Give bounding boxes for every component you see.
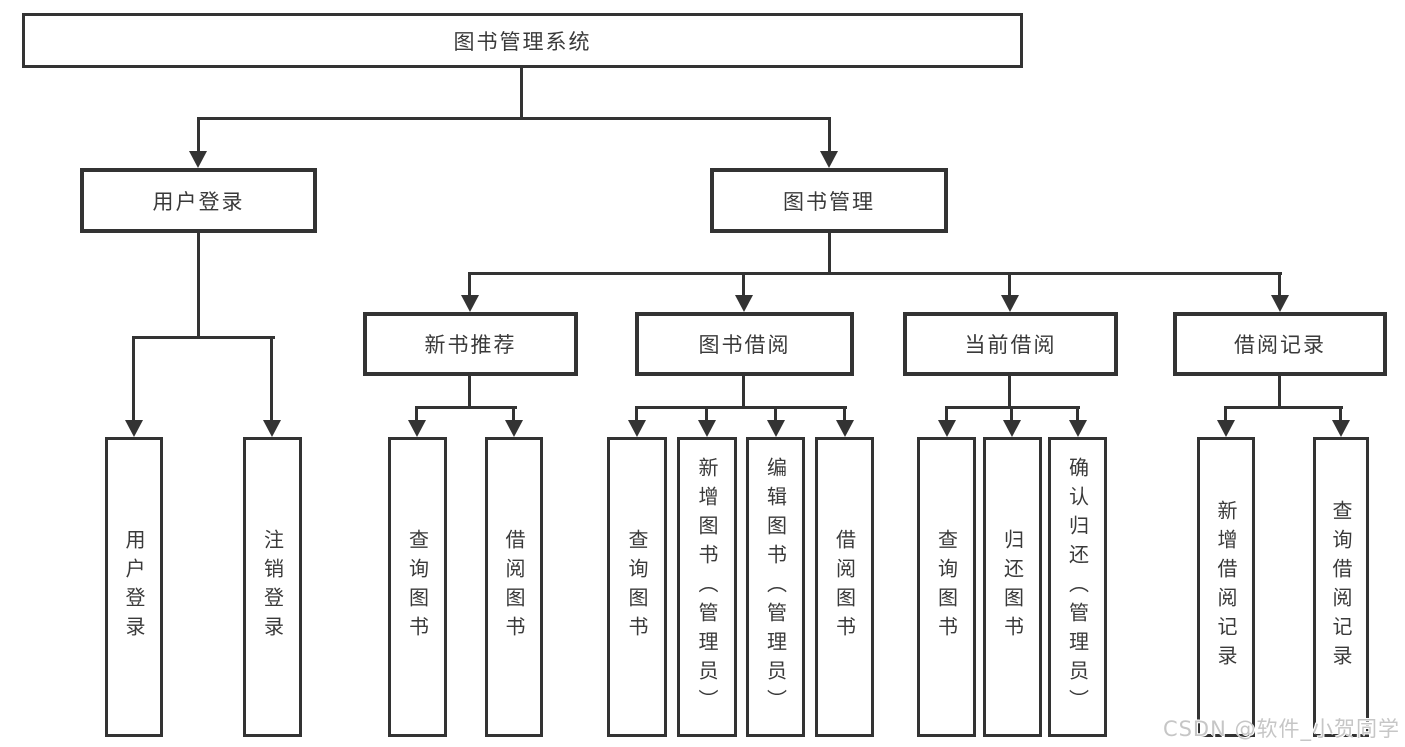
leaf-label: 注销登录: [260, 529, 285, 645]
arrow-down-icon: [1069, 420, 1087, 437]
arrow-down-icon: [820, 151, 838, 168]
node-borrowing-records: 借阅记录: [1173, 312, 1387, 376]
connector-stem: [742, 376, 745, 408]
node-label: 新书推荐: [424, 333, 517, 357]
leaf-query-borrow-record: 查询借阅记录: [1313, 437, 1369, 737]
connector-stem: [1278, 376, 1281, 408]
connector-to-leaf: [1224, 406, 1227, 422]
leaf-borrow-books-borrowing: 借阅图书: [815, 437, 874, 737]
connector-to-leaf: [945, 406, 948, 422]
arrow-down-icon: [189, 151, 207, 168]
leaf-return-books: 归还图书: [983, 437, 1042, 737]
connector-to-leaf: [635, 406, 638, 422]
node-label: 当前借阅: [964, 333, 1057, 357]
connector-to-leaf: [1010, 406, 1013, 422]
connector-to-current-borrowing: [1008, 272, 1011, 298]
leaf-query-books-recommendation: 查询图书: [388, 437, 447, 737]
arrow-down-icon: [836, 420, 854, 437]
leaf-confirm-return-admin: 确认归还（管理员）: [1048, 437, 1107, 737]
arrow-down-icon: [1217, 420, 1235, 437]
node-library-management-system: 图书管理系统: [22, 13, 1023, 68]
leaf-add-books-admin: 新增图书（管理员）: [677, 437, 737, 737]
connector-branch: [635, 406, 847, 409]
connector-to-leaf: [1076, 406, 1079, 422]
leaf-label: 查询借阅记录: [1329, 500, 1353, 674]
leaf-query-books-current: 查询图书: [917, 437, 976, 737]
arrow-down-icon: [1332, 420, 1350, 437]
arrow-down-icon: [698, 420, 716, 437]
connector-to-leaf: [512, 406, 515, 422]
leaf-label: 借阅图书: [832, 529, 857, 645]
node-new-book-recommendation: 新书推荐: [363, 312, 578, 376]
leaf-label: 新增图书（管理员）: [695, 456, 719, 718]
arrow-down-icon: [767, 420, 785, 437]
leaf-label: 归还图书: [1000, 529, 1025, 645]
arrow-down-icon: [1271, 295, 1289, 312]
leaf-edit-books-admin: 编辑图书（管理员）: [746, 437, 805, 737]
node-current-borrowing: 当前借阅: [903, 312, 1118, 376]
connector-to-leaf: [705, 406, 708, 422]
leaf-label: 新增借阅记录: [1214, 500, 1238, 674]
node-book-management: 图书管理: [710, 168, 948, 233]
node-label: 用户登录: [152, 189, 245, 214]
arrow-down-icon: [408, 420, 426, 437]
connector-branch: [415, 406, 517, 409]
connector-to-leaf: [415, 406, 418, 422]
connector-to-leaf: [843, 406, 846, 422]
connector-level2-branch: [468, 272, 1282, 275]
connector-to-leaf: [270, 336, 273, 422]
arrow-down-icon: [938, 420, 956, 437]
arrow-down-icon: [263, 420, 281, 437]
arrow-down-icon: [628, 420, 646, 437]
connector-level1-branch: [197, 117, 831, 120]
node-label: 图书借阅: [698, 333, 791, 357]
node-book-borrowing: 图书借阅: [635, 312, 854, 376]
arrow-down-icon: [1001, 295, 1019, 312]
leaf-label: 编辑图书（管理员）: [763, 456, 788, 718]
connector-root-stem: [520, 68, 523, 117]
node-label: 图书管理: [783, 189, 875, 214]
leaf-user-login: 用户登录: [105, 437, 163, 737]
connector-to-borrowing-records: [1278, 272, 1281, 298]
watermark: CSDN @软件_小贺同学: [1162, 717, 1400, 741]
arrow-down-icon: [735, 295, 753, 312]
connector-user-login-stem: [197, 233, 200, 336]
arrow-down-icon: [125, 420, 143, 437]
arrow-down-icon: [461, 295, 479, 312]
arrow-down-icon: [1003, 420, 1021, 437]
connector-stem: [1008, 376, 1011, 408]
connector-to-leaf: [132, 336, 135, 422]
connector-book-management-stem: [828, 233, 831, 275]
leaf-label: 用户登录: [122, 529, 146, 645]
connector-stem: [468, 376, 471, 408]
leaf-label: 查询图书: [934, 529, 959, 645]
leaf-logout-login: 注销登录: [243, 437, 302, 737]
leaf-label: 确认归还（管理员）: [1065, 456, 1090, 718]
connector-to-new-book-recommendation: [468, 272, 471, 298]
connector-to-user-login: [197, 117, 200, 153]
leaf-query-books-borrowing: 查询图书: [607, 437, 667, 737]
connector-to-book-borrowing: [742, 272, 745, 298]
leaf-label: 查询图书: [405, 529, 430, 645]
connector-to-leaf: [774, 406, 777, 422]
connector-to-leaf: [1339, 406, 1342, 422]
leaf-borrow-books-recommendation: 借阅图书: [485, 437, 543, 737]
leaf-add-borrow-record: 新增借阅记录: [1197, 437, 1255, 737]
node-label: 图书管理系统: [453, 29, 592, 54]
leaf-label: 借阅图书: [502, 529, 526, 645]
connector-user-login-branch: [132, 336, 275, 339]
connector-to-book-management: [828, 117, 831, 153]
leaf-label: 查询图书: [625, 529, 649, 645]
arrow-down-icon: [505, 420, 523, 437]
connector-branch: [1224, 406, 1343, 409]
node-label: 借阅记录: [1234, 333, 1326, 357]
node-user-login: 用户登录: [80, 168, 317, 233]
